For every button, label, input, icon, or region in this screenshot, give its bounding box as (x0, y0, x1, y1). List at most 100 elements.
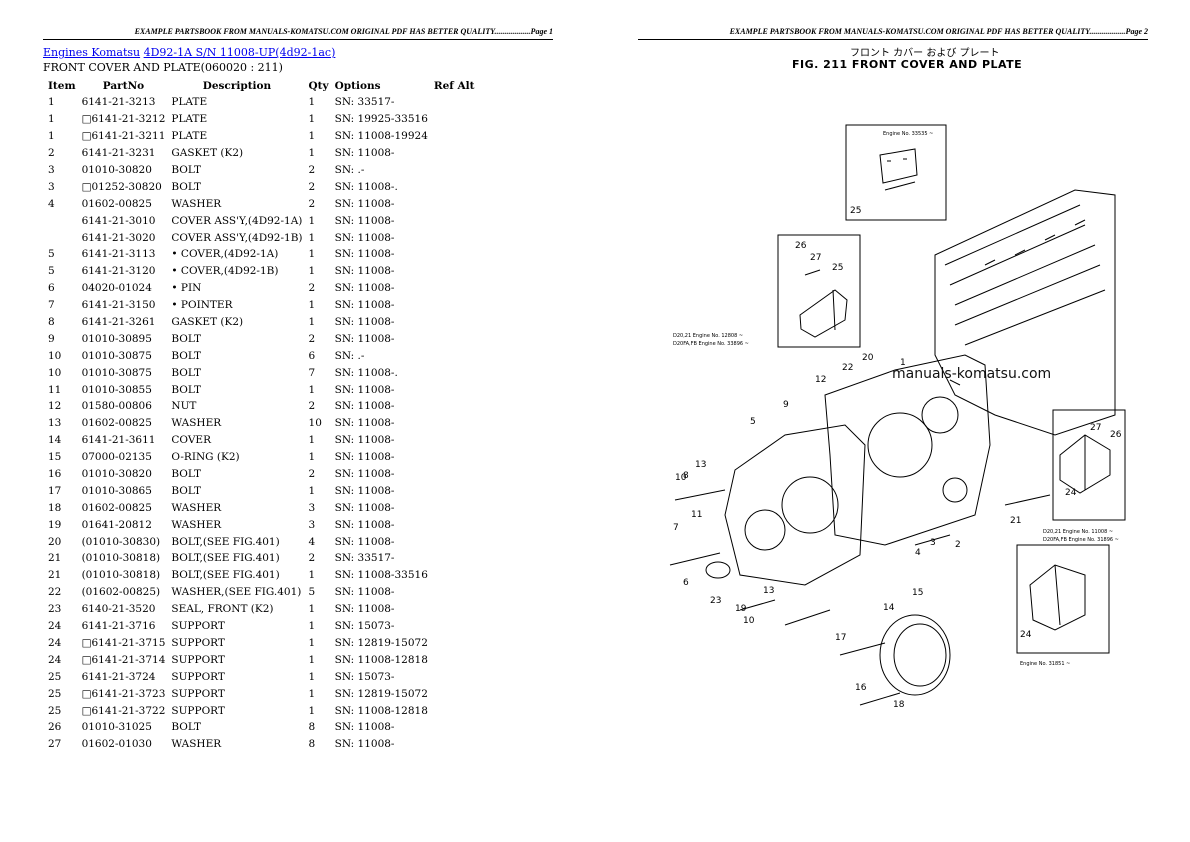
cell-partno: 6141-21-3020 (81, 231, 156, 244)
cell-partno: □01252-30820 (81, 180, 162, 193)
cell-qty: 1 (308, 636, 316, 649)
cell-description: BOLT (171, 332, 202, 345)
cell-partno: (01010-30818) (81, 569, 161, 582)
cell-ref-alt (431, 550, 482, 567)
cell-qty: 5 (308, 586, 316, 599)
cell-ref-alt (431, 618, 482, 635)
cell-partno: 6141-21-3213 (81, 96, 156, 109)
cell-item: 15 (48, 451, 62, 464)
cell-options: SN: 12819-15072 (334, 687, 428, 700)
cell-options: SN: .- (334, 349, 365, 362)
front-plate-outline (824, 354, 991, 546)
cell-options: SN: 11008- (334, 197, 395, 210)
cell-partno: 01602-01030 (81, 738, 152, 751)
cell-options: SN: 11008- (334, 535, 395, 548)
cell-item: 8 (48, 316, 55, 329)
exploded-parts-diagram: 25 26 27 25 22 20 12 9 5 8 10 13 11 7 6 … (669, 124, 1126, 710)
cell-qty: 3 (308, 518, 316, 531)
cell-qty: 2 (308, 332, 316, 345)
cell-item: 24 (48, 653, 62, 666)
cell-item: 4 (48, 197, 55, 210)
diagram-callout-12: 12 (815, 375, 826, 385)
cell-partno: 6141-21-3611 (81, 434, 156, 447)
cell-options: SN: 11008- (334, 721, 395, 734)
cell-qty: 1 (308, 653, 316, 666)
cell-qty: 2 (308, 552, 316, 565)
cell-description: SEAL, FRONT (K2) (171, 603, 274, 616)
cell-partno: 01010-30820 (81, 468, 152, 481)
cell-item: 27 (48, 738, 62, 751)
cell-options: SN: 11008- (334, 400, 395, 413)
cell-item: 25 (48, 670, 62, 683)
cell-qty: 6 (308, 349, 316, 362)
cell-ref-alt (431, 668, 482, 685)
breadcrumb-link-engines[interactable]: Engines Komatsu (43, 46, 141, 59)
diagram-callout-25: 25 (850, 206, 861, 216)
figure-title: FIG. 211 FRONT COVER AND PLATE (792, 58, 1023, 71)
cell-qty: 10 (308, 417, 322, 430)
cell-description: • POINTER (171, 299, 233, 312)
cell-ref-alt (431, 499, 482, 516)
cell-item: 22 (48, 586, 62, 599)
cell-options: SN: 11008- (334, 451, 395, 464)
cell-item: 14 (48, 434, 62, 447)
watermark: manuals-komatsu.com (892, 366, 1052, 382)
cell-options: SN: 33517- (334, 96, 395, 109)
cell-partno: 6141-21-3724 (81, 670, 156, 683)
cell-item: 25 (48, 687, 62, 700)
cell-qty: 1 (308, 687, 316, 700)
cell-description: GASKET (K2) (171, 316, 244, 329)
cell-item: 11 (48, 383, 62, 396)
diagram-callout-4: 4 (915, 548, 921, 558)
cell-partno: 6140-21-3520 (81, 603, 156, 616)
cell-description: BOLT,(SEE FIG.401) (171, 569, 280, 582)
breadcrumb: Engines Komatsu 4D92-1A S/N 11008-UP(4d9… (43, 46, 335, 59)
cell-ref-alt (431, 178, 482, 195)
cell-options: SN: 11008-12818 (334, 704, 428, 717)
cell-options: SN: 11008- (334, 484, 395, 497)
cell-partno: 01010-30895 (81, 332, 152, 345)
diagram-callout-16: 16 (855, 683, 867, 693)
cell-qty: 1 (308, 214, 316, 227)
diagram-callout-24: 24 (1020, 630, 1032, 640)
cell-ref-alt (431, 314, 482, 331)
inset-label-top: Engine No. 33535 ~ (883, 131, 933, 137)
cell-partno: 6141-21-3113 (81, 248, 156, 261)
cell-item: 25 (48, 704, 62, 717)
diagram-callout-6: 6 (683, 578, 689, 588)
cell-partno: (01010-30818) (81, 552, 161, 565)
cell-qty: 2 (308, 197, 316, 210)
cell-qty: 2 (308, 468, 316, 481)
cell-description: WASHER (171, 738, 222, 751)
page-subtitle: FRONT COVER AND PLATE(060020 : 211) (43, 61, 283, 74)
inset-label-left-1: D20,21 Engine No. 12808 ~ (673, 333, 743, 339)
cell-ref-alt (431, 516, 482, 533)
diagram-callout-10: 10 (743, 616, 755, 626)
cell-description: • COVER,(4D92-1A) (171, 248, 279, 261)
cell-qty: 8 (308, 738, 316, 751)
cell-qty: 1 (308, 113, 316, 126)
cell-options: SN: 11008- (334, 586, 395, 599)
diagram-callout-23: 23 (710, 596, 721, 606)
column-header-ref-alt: Ref Alt (433, 79, 475, 92)
cell-item: 2 (48, 147, 55, 160)
inset-box-support-left (777, 234, 861, 348)
breadcrumb-link-model[interactable]: 4D92-1A S/N 11008-UP(4d92-1ac) (143, 46, 336, 59)
inset-label-bottom: Engine No. 31851 ~ (1020, 661, 1070, 667)
cell-ref-alt (431, 280, 482, 297)
